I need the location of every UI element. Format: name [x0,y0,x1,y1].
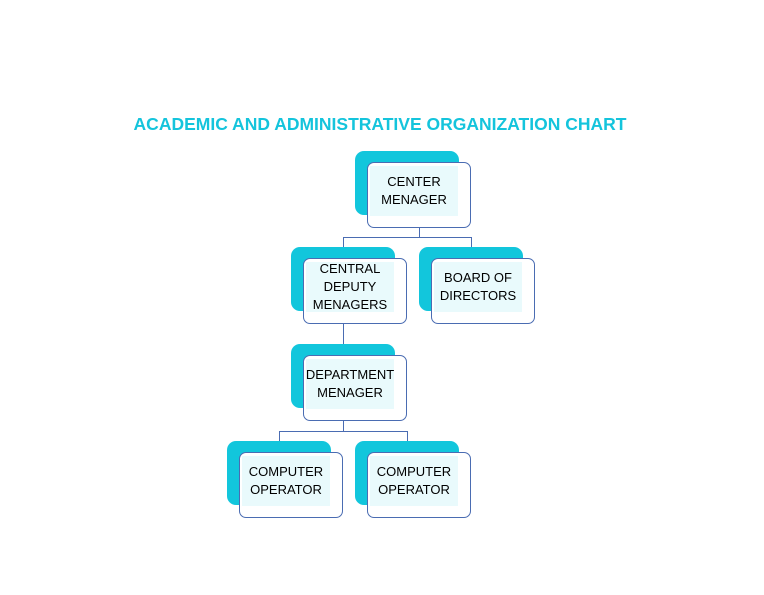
connector [419,227,420,237]
node-label: DEPARTMENT MENAGER [306,359,394,409]
connector [279,431,280,441]
node-box: CENTRAL DEPUTY MENAGERS [303,258,407,324]
node-label: CENTRAL DEPUTY MENAGERS [306,261,394,312]
node-box: COMPUTER OPERATOR [239,452,343,518]
node-box: CENTER MENAGER [367,162,471,228]
node-label: COMPUTER OPERATOR [370,456,458,506]
node-box: DEPARTMENT MENAGER [303,355,407,421]
chart-title: ACADEMIC AND ADMINISTRATIVE ORGANIZATION… [133,114,627,134]
node-label: COMPUTER OPERATOR [242,456,330,506]
node-central-deputy-managers[interactable]: CENTRAL DEPUTY MENAGERS [291,247,407,325]
node-box: COMPUTER OPERATOR [367,452,471,518]
node-center-manager[interactable]: CENTER MENAGER [355,151,471,229]
connector [471,237,472,247]
connector [343,421,344,431]
connector [279,431,408,432]
node-label: BOARD OF DIRECTORS [434,262,522,312]
connector [407,431,408,441]
connector [343,237,344,247]
connector [343,324,344,344]
node-computer-operator-2[interactable]: COMPUTER OPERATOR [355,441,471,519]
node-label: CENTER MENAGER [370,166,458,216]
node-board-of-directors[interactable]: BOARD OF DIRECTORS [419,247,535,325]
node-computer-operator-1[interactable]: COMPUTER OPERATOR [227,441,343,519]
connector [343,237,472,238]
node-box: BOARD OF DIRECTORS [431,258,535,324]
node-department-manager[interactable]: DEPARTMENT MENAGER [291,344,407,422]
